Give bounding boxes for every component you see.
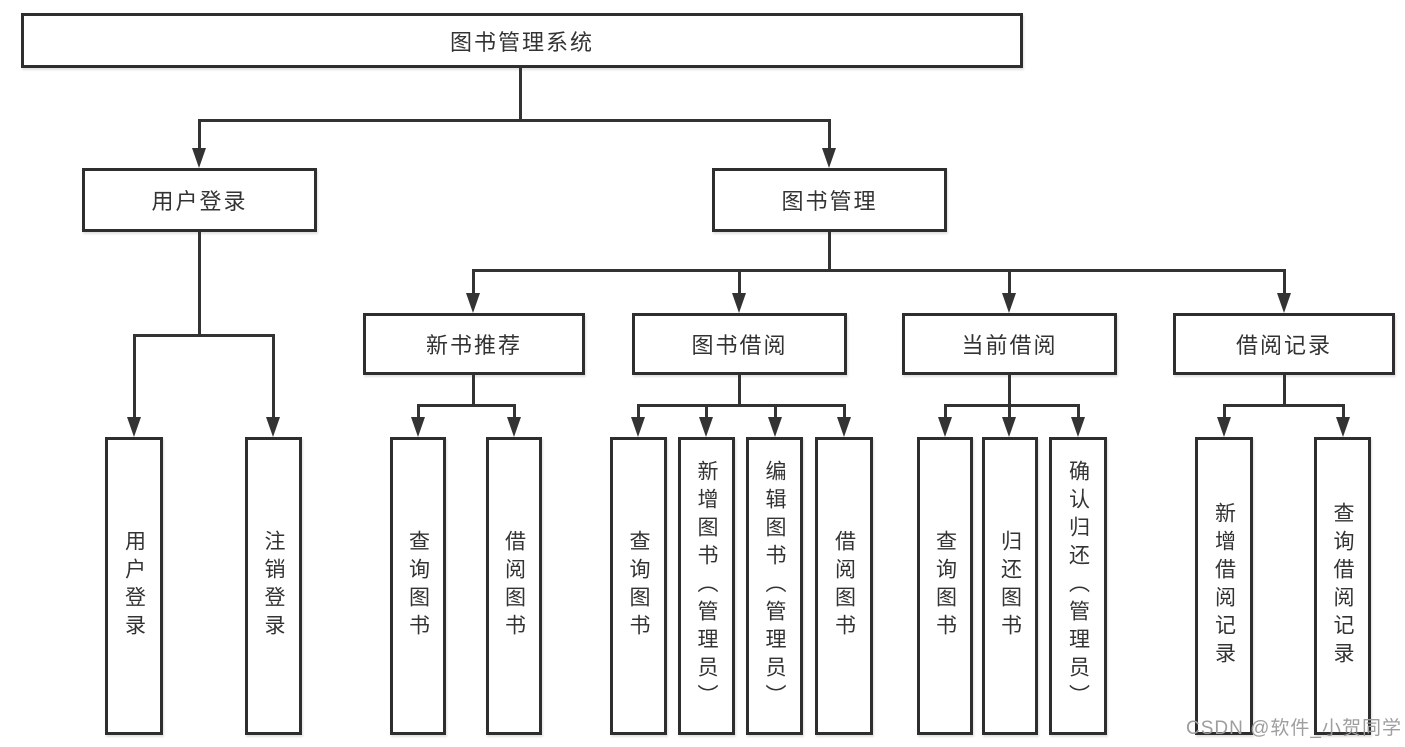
leaf-query-books-borrowing: 查询图书	[610, 437, 667, 735]
arrow-down-icon	[266, 417, 280, 437]
connector-line	[1223, 404, 1345, 407]
arrow-down-icon	[507, 417, 521, 437]
node-label: 借阅图书	[832, 530, 856, 642]
node-label: 编辑图书（管理员）	[763, 460, 786, 712]
connector-line	[843, 404, 846, 419]
connector-line	[472, 269, 1286, 272]
node-label: 借阅记录	[1235, 333, 1332, 358]
arrow-down-icon	[1002, 417, 1016, 437]
arrow-down-icon	[837, 417, 851, 437]
connector-line	[519, 68, 522, 121]
connector-line	[1008, 269, 1011, 295]
leaf-return-books: 归还图书	[982, 437, 1038, 735]
node-label: 查询图书	[933, 530, 957, 642]
node-user-login: 用户登录	[82, 168, 317, 232]
connector-line	[738, 269, 741, 295]
node-label: 用户登录	[122, 530, 146, 642]
connector-line	[513, 404, 516, 419]
leaf-logout: 注销登录	[245, 437, 302, 735]
arrow-down-icon	[699, 417, 713, 437]
node-label: 当前借阅	[961, 333, 1058, 358]
arrow-down-icon	[127, 417, 141, 437]
leaf-borrow-books-recommend: 借阅图书	[486, 437, 542, 735]
node-label: 图书管理	[781, 189, 878, 214]
arrow-down-icon	[732, 293, 746, 313]
connector-line	[1008, 375, 1011, 407]
connector-line	[1342, 404, 1345, 419]
connector-line	[774, 404, 777, 419]
leaf-add-borrow-record: 新增借阅记录	[1195, 437, 1253, 735]
node-label: 新增图书（管理员）	[695, 460, 718, 712]
arrow-down-icon	[1277, 293, 1291, 313]
node-book-borrowing: 图书借阅	[632, 313, 847, 375]
node-label: 查询图书	[627, 530, 650, 642]
arrow-down-icon	[768, 417, 782, 437]
arrow-down-icon	[822, 148, 836, 168]
leaf-query-borrow-record: 查询借阅记录	[1314, 437, 1371, 735]
connector-line	[1077, 404, 1080, 419]
node-label: 借阅图书	[502, 530, 526, 642]
connector-line	[198, 232, 201, 337]
connector-line	[133, 334, 136, 419]
arrow-down-icon	[192, 148, 206, 168]
leaf-add-books-admin: 新增图书（管理员）	[678, 437, 735, 735]
leaf-borrow-books-borrowing: 借阅图书	[815, 437, 873, 735]
arrow-down-icon	[1336, 417, 1350, 437]
leaf-query-books-recommend: 查询图书	[390, 437, 446, 735]
leaf-edit-books-admin: 编辑图书（管理员）	[746, 437, 803, 735]
connector-line	[1008, 404, 1011, 419]
connector-line	[944, 404, 947, 419]
arrow-down-icon	[1002, 293, 1016, 313]
leaf-confirm-return-admin: 确认归还（管理员）	[1049, 437, 1107, 735]
node-library-system: 图书管理系统	[21, 13, 1023, 68]
node-label: 新增借阅记录	[1212, 502, 1236, 670]
arrow-down-icon	[411, 417, 425, 437]
leaf-user-login: 用户登录	[105, 437, 163, 735]
connector-line	[417, 404, 516, 407]
connector-line	[1283, 375, 1286, 407]
connector-line	[1283, 269, 1286, 295]
node-new-book-recommend: 新书推荐	[363, 313, 585, 375]
connector-line	[1223, 404, 1226, 419]
leaf-query-books-current: 查询图书	[917, 437, 973, 735]
connector-line	[828, 119, 831, 150]
node-label: 用户登录	[151, 189, 248, 214]
connector-line	[472, 375, 475, 407]
node-label: 查询图书	[406, 530, 430, 642]
watermark: CSDN @软件_小贺同学	[1186, 718, 1402, 739]
connector-line	[272, 334, 275, 419]
connector-line	[417, 404, 420, 419]
node-label: 新书推荐	[425, 333, 522, 358]
arrow-down-icon	[1071, 417, 1085, 437]
node-book-management: 图书管理	[712, 168, 947, 232]
connector-line	[198, 119, 201, 150]
node-label: 图书借阅	[691, 333, 788, 358]
arrow-down-icon	[1217, 417, 1231, 437]
node-label: 归还图书	[998, 530, 1022, 642]
node-label: 图书管理系统	[449, 29, 594, 55]
connector-line	[944, 404, 1080, 407]
node-borrowing-records: 借阅记录	[1173, 313, 1395, 375]
node-label: 查询借阅记录	[1331, 502, 1354, 670]
connector-line	[133, 334, 275, 337]
connector-line	[637, 404, 640, 419]
connector-line	[198, 119, 831, 122]
arrow-down-icon	[466, 293, 480, 313]
connector-line	[705, 404, 708, 419]
node-label: 注销登录	[262, 530, 285, 642]
arrow-down-icon	[631, 417, 645, 437]
connector-line	[637, 404, 846, 407]
arrow-down-icon	[938, 417, 952, 437]
node-label: 确认归还（管理员）	[1066, 460, 1090, 712]
connector-line	[738, 375, 741, 407]
connector-line	[828, 232, 831, 272]
node-current-borrowing: 当前借阅	[902, 313, 1117, 375]
connector-line	[472, 269, 475, 295]
